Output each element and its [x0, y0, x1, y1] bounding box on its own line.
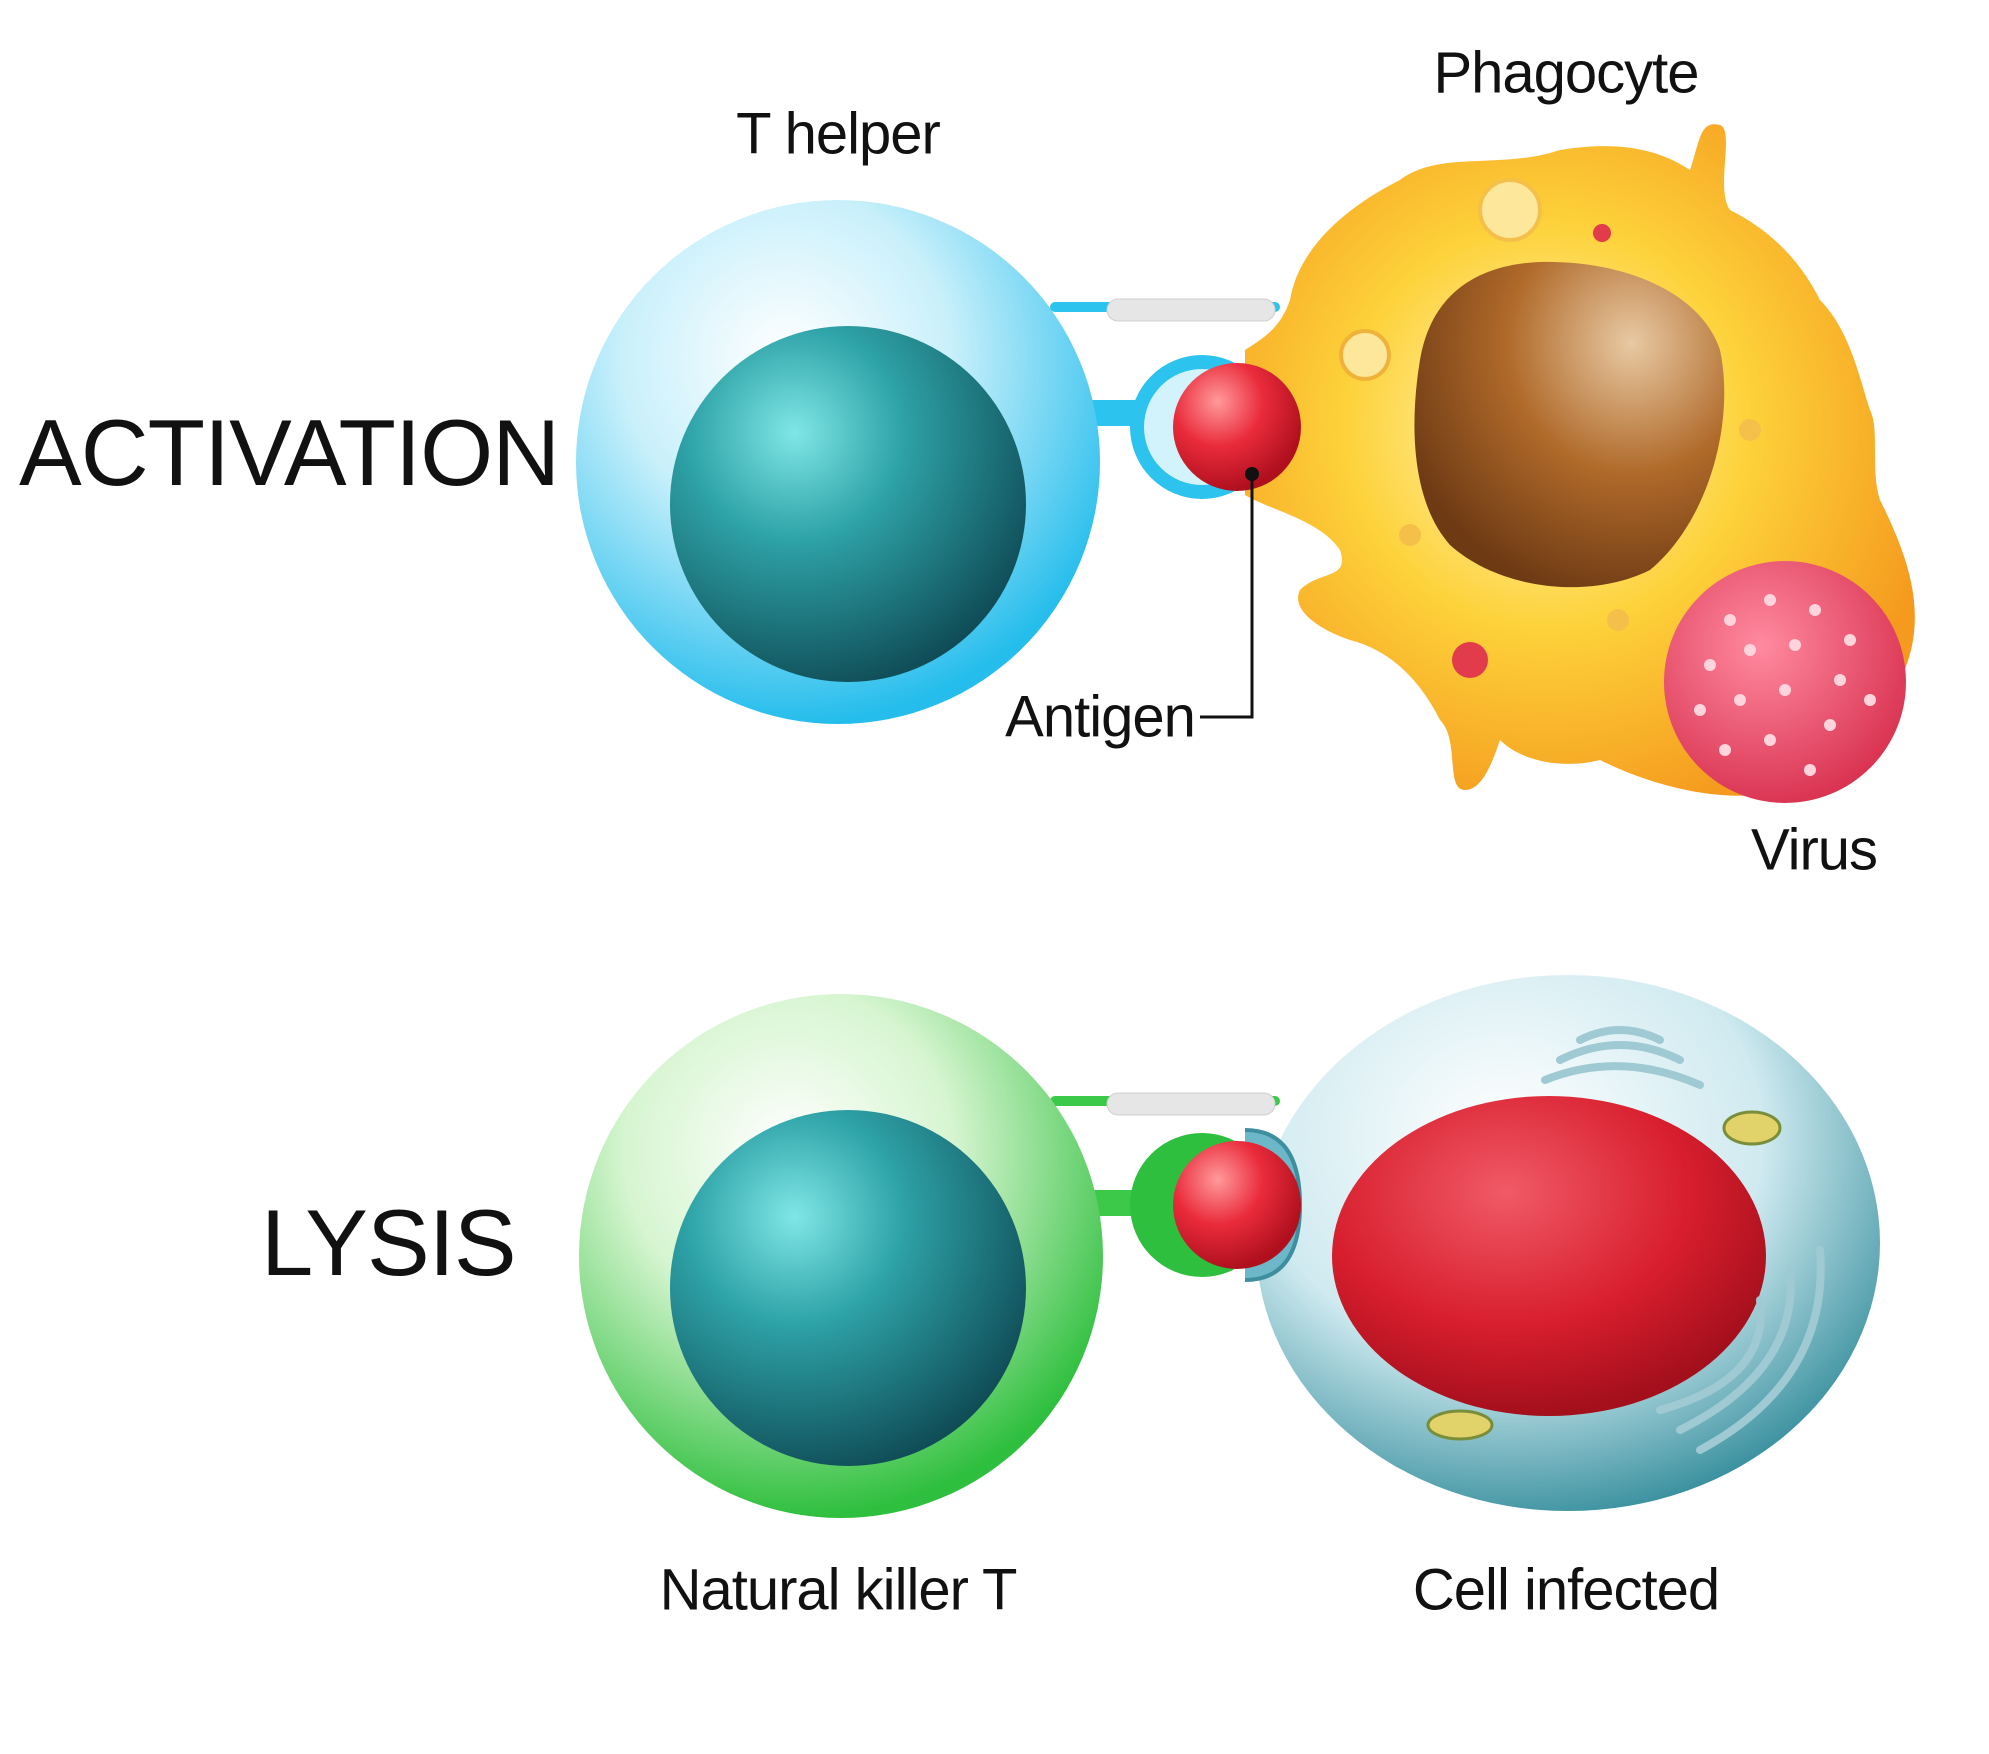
natural-killer-cell [579, 994, 1280, 1518]
label-t-helper: T helper [736, 101, 941, 167]
virus [1664, 561, 1906, 803]
infected-cell [1244, 975, 1880, 1511]
label-natural-killer-t: Natural killer T [659, 1557, 1018, 1623]
label-antigen: Antigen [1005, 684, 1196, 750]
label-cell-infected: Cell infected [1412, 1557, 1720, 1623]
row-label-lysis: LYSIS [261, 1190, 517, 1295]
antigen-lysis [1173, 1141, 1301, 1269]
label-virus: Virus [1750, 817, 1878, 883]
row-label-activation: ACTIVATION [19, 400, 560, 505]
label-phagocyte: Phagocyte [1433, 40, 1699, 106]
t-helper-cell [576, 200, 1280, 724]
antigen-activation [1173, 363, 1301, 719]
